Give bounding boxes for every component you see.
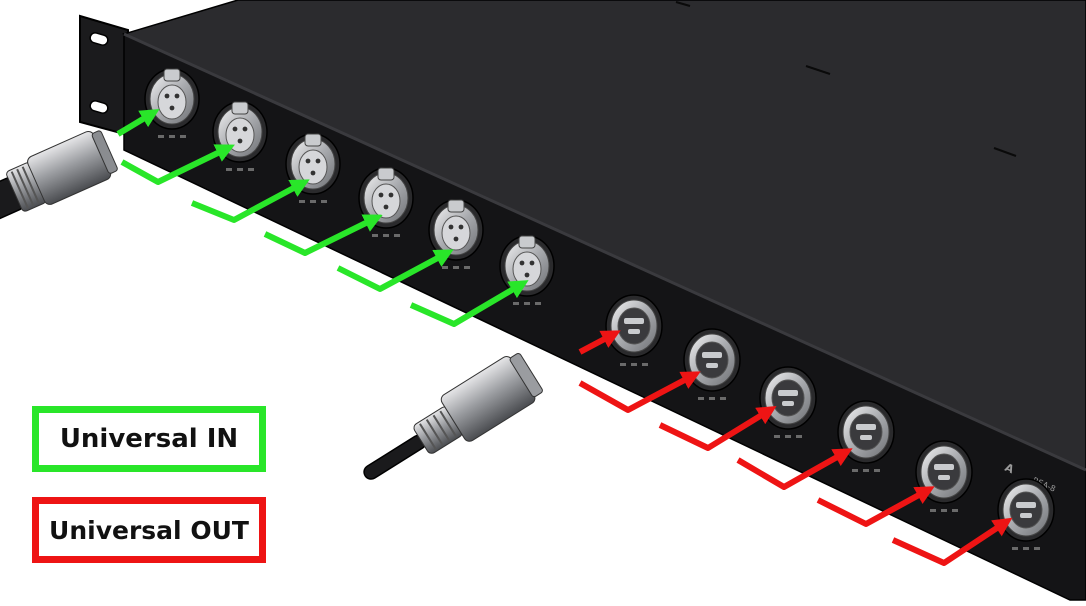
out-connector-group	[605, 294, 1055, 550]
in-arrow-5	[336, 249, 454, 292]
in-arrow-2	[120, 144, 235, 185]
out-arrow-1	[578, 330, 621, 355]
out-arrow-2	[578, 371, 701, 413]
out-arrow-6	[891, 517, 1013, 566]
out-arrow-3	[658, 405, 777, 451]
legend-universal-in: Universal IN	[32, 406, 266, 472]
out-signal-arrows	[578, 330, 1013, 566]
xlr-cable-icon	[0, 130, 118, 224]
in-signal-arrows	[116, 109, 529, 327]
top-panel-marks	[675, 1, 1017, 157]
in-connector-group	[144, 68, 555, 305]
in-arrow-4	[263, 214, 383, 256]
out-arrow-4	[736, 448, 853, 490]
xlr-male-connector-icon	[837, 400, 895, 472]
legend-universal-out: Universal OUT	[32, 497, 266, 563]
legend-in-label: Universal IN	[59, 424, 239, 454]
legend-out-label: Universal OUT	[49, 515, 249, 545]
xlr-female-connector-icon	[499, 235, 555, 305]
out-arrow-5	[816, 486, 935, 527]
in-arrow-6	[409, 280, 529, 327]
in-arrow-1	[116, 109, 160, 137]
xlr-female-connector-icon	[428, 199, 484, 269]
in-arrow-3	[190, 179, 310, 223]
xlr-female-connector-icon	[358, 167, 414, 237]
xlr-female-cable-icon	[363, 353, 543, 480]
chassis-edge	[123, 32, 1086, 472]
rack-mount-ear-icon	[79, 14, 129, 137]
xlr-female-connector-icon	[285, 133, 341, 203]
